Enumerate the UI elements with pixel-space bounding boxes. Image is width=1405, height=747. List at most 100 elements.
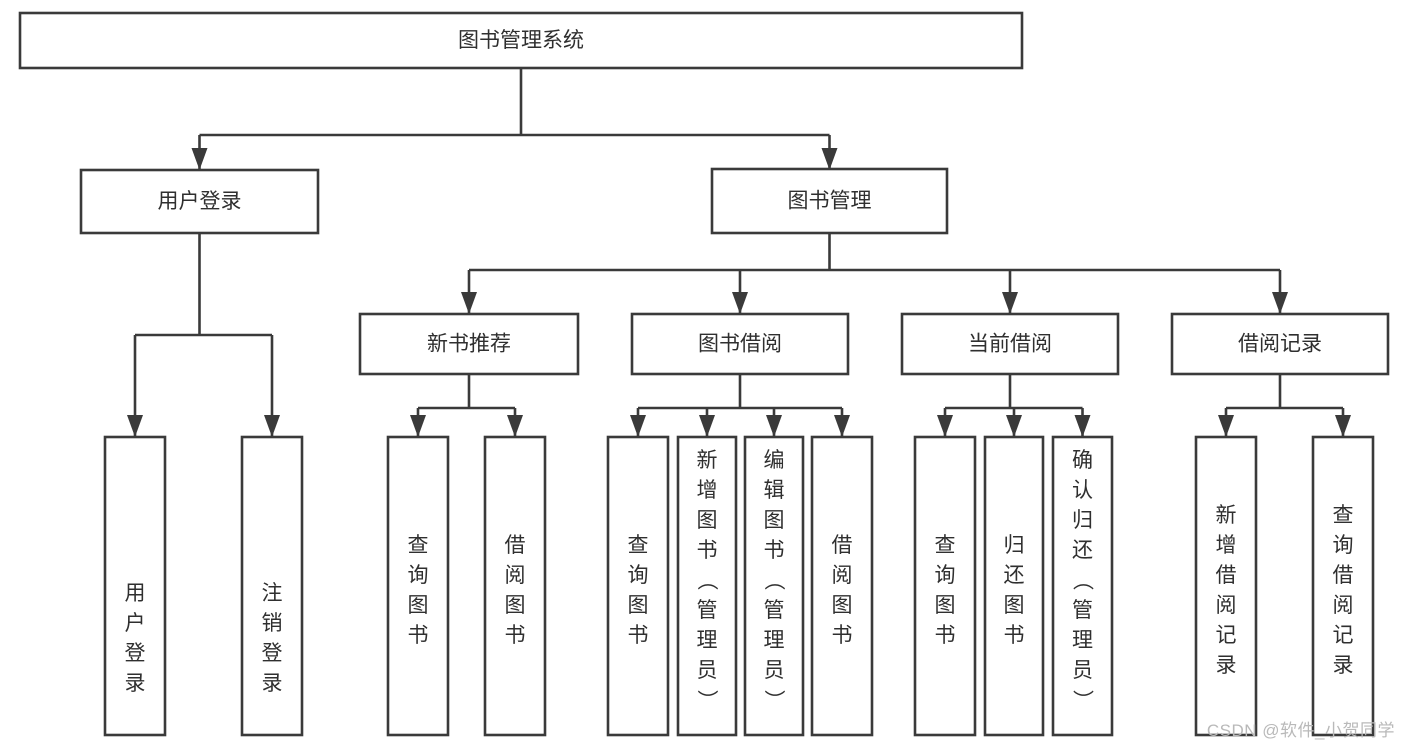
node-book-borrow[interactable]: 图书借阅: [630, 312, 850, 376]
node-box: [103, 435, 167, 737]
node-label-char: 录: [125, 672, 146, 695]
node-label-char: 查: [628, 534, 649, 557]
node-label-char: 录: [1216, 654, 1237, 677]
node-label-char: 询: [628, 564, 649, 587]
node-box: [1170, 312, 1390, 376]
node-book-management[interactable]: 图书管理: [710, 167, 949, 235]
node-label-char: 借: [505, 534, 526, 557]
arrow-head: [821, 148, 838, 170]
node-label-char: 书: [935, 624, 956, 647]
node-label-char: 理: [764, 629, 785, 652]
node-label-char: 阅: [1216, 594, 1237, 617]
node-box: [810, 435, 874, 737]
node-label-char: 销: [262, 612, 283, 635]
node-label-char: 图: [697, 509, 718, 532]
node-label-char: 归: [1072, 509, 1093, 532]
node-user-login[interactable]: 用户登录: [79, 168, 320, 235]
node-user-login[interactable]: 用户登录: [103, 435, 167, 737]
node-label-char: 录: [1333, 654, 1354, 677]
node-box: [240, 435, 304, 737]
csdn-watermark: CSDN @软件_小贺同学: [1206, 721, 1395, 740]
node-box: [913, 435, 977, 737]
arrow-head: [191, 148, 208, 170]
arrow-head: [1002, 292, 1018, 314]
node-label-char: （: [695, 570, 718, 591]
node-label-char: 管: [697, 599, 718, 622]
arrow-head: [461, 292, 477, 314]
node-label: 图书管理: [788, 190, 872, 213]
node-label-char: 员: [697, 659, 718, 682]
node-label-char: 员: [764, 659, 785, 682]
node-box: [900, 312, 1120, 376]
node-label-char: 图: [628, 594, 649, 617]
node-new-book-recommend[interactable]: 新书推荐: [358, 312, 580, 376]
node-label-char: 查: [408, 534, 429, 557]
node-label-char: 阅: [505, 564, 526, 587]
node-group: 图书管理系统用户登录图书管理新书推荐图书借阅当前借阅借阅记录用户登录注销登录查询…: [18, 11, 1390, 737]
node-box: [483, 435, 547, 737]
node-label-char: 录: [262, 672, 283, 695]
arrow-head: [1218, 415, 1234, 437]
node-label-char: ）: [695, 690, 718, 711]
node-label: 新书推荐: [427, 333, 511, 356]
arrow-head: [1335, 415, 1351, 437]
node-label-char: 辑: [764, 479, 785, 502]
node-label-char: 登: [262, 642, 283, 665]
node-label-char: 归: [1004, 534, 1025, 557]
node-label-char: 用: [125, 582, 146, 605]
node-label-char: 查: [935, 534, 956, 557]
node-label-char: 借: [1333, 564, 1354, 587]
node-label-char: 询: [935, 564, 956, 587]
node-label-char: 图: [935, 594, 956, 617]
node-current-borrow[interactable]: 当前借阅: [900, 312, 1120, 376]
arrow-head: [507, 415, 523, 437]
node-box: [79, 168, 320, 235]
node-label-char: 阅: [1333, 594, 1354, 617]
arrow-head: [630, 415, 646, 437]
node-label-char: 图: [408, 594, 429, 617]
node-label: 用户登录: [158, 190, 242, 213]
node-label-char: 记: [1333, 624, 1354, 647]
node-label-char: 书: [1004, 624, 1025, 647]
node-box: [1311, 435, 1375, 737]
node-label-char: 书: [697, 539, 718, 562]
arrow-head: [732, 292, 748, 314]
arrow-head: [410, 415, 426, 437]
node-box: [1194, 435, 1258, 737]
node-box: [676, 435, 738, 737]
arrow-head: [834, 415, 850, 437]
node-label: 借阅记录: [1238, 333, 1322, 356]
node-label-char: 阅: [832, 564, 853, 587]
node-label: 图书借阅: [698, 333, 782, 356]
node-box: [18, 11, 1024, 70]
node-label-char: 还: [1072, 539, 1093, 562]
node-label-char: 注: [262, 582, 283, 605]
arrow-head: [766, 415, 782, 437]
node-book-management-system[interactable]: 图书管理系统: [18, 11, 1024, 70]
node-label-char: 书: [832, 624, 853, 647]
node-label-char: 管: [1072, 599, 1093, 622]
node-box: [1051, 435, 1114, 737]
node-borrow-record[interactable]: 借阅记录: [1170, 312, 1390, 376]
arrow-head: [699, 415, 715, 437]
node-box: [386, 435, 450, 737]
node-label-char: ）: [1071, 690, 1094, 711]
node-label-char: （: [1071, 570, 1094, 591]
node-label-char: 员: [1072, 659, 1093, 682]
node-label-char: 新: [1216, 504, 1237, 527]
node-label: 当前借阅: [968, 333, 1052, 356]
node-label-char: 记: [1216, 624, 1237, 647]
